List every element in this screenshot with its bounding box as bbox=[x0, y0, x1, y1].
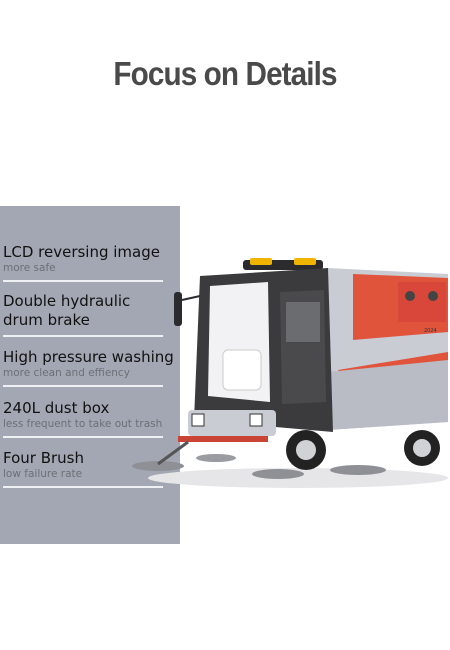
brush-middle bbox=[196, 454, 236, 462]
feature-subtitle: more safe bbox=[3, 262, 56, 274]
beacon-lamp-right bbox=[294, 258, 316, 265]
door-window bbox=[286, 302, 320, 342]
feature-title: 240L dust box bbox=[3, 399, 110, 417]
feature-lcd-reversing-image: LCD reversing image more safe bbox=[3, 243, 178, 275]
brush-front-left bbox=[132, 461, 184, 471]
feature-subtitle: more clean and effiency bbox=[3, 367, 130, 379]
feature-title: LCD reversing image bbox=[3, 243, 160, 261]
headlight-right bbox=[249, 413, 263, 427]
lower-body bbox=[328, 360, 448, 430]
side-vent-panel bbox=[398, 282, 446, 322]
feature-title: Four Brush bbox=[3, 449, 84, 467]
headlight-left bbox=[191, 413, 205, 427]
feature-title-line2: drum brake bbox=[3, 311, 90, 329]
divider bbox=[3, 335, 163, 337]
divider bbox=[3, 436, 163, 438]
page-title: Focus on Details bbox=[113, 55, 337, 92]
red-bumper-bar bbox=[178, 436, 268, 442]
sweeper-truck-image: 2024 bbox=[132, 258, 448, 488]
feature-high-pressure-washing: High pressure washing more clean and eff… bbox=[3, 348, 178, 380]
side-mirror bbox=[174, 292, 182, 326]
feature-hydraulic-brake: Double hydraulic drum brake bbox=[3, 292, 178, 330]
feature-dust-box: 240L dust box less frequent to take out … bbox=[3, 399, 178, 431]
vent-fan-left bbox=[405, 291, 415, 301]
brush-rear bbox=[330, 465, 386, 475]
feature-four-brush: Four Brush low failure rate bbox=[3, 449, 178, 481]
feature-subtitle: less frequent to take out trash bbox=[3, 418, 163, 430]
driver-seat bbox=[222, 349, 262, 391]
feature-title-line1: Double hydraulic bbox=[3, 292, 131, 310]
divider bbox=[3, 385, 163, 387]
feature-title: High pressure washing bbox=[3, 348, 174, 366]
beacon-lamp-left bbox=[250, 258, 272, 265]
divider bbox=[3, 280, 163, 282]
body-badge: 2024 bbox=[424, 328, 437, 334]
brush-front-right bbox=[252, 469, 304, 479]
feature-subtitle: low failure rate bbox=[3, 468, 83, 480]
divider bbox=[3, 486, 163, 488]
vent-fan-right bbox=[428, 291, 438, 301]
